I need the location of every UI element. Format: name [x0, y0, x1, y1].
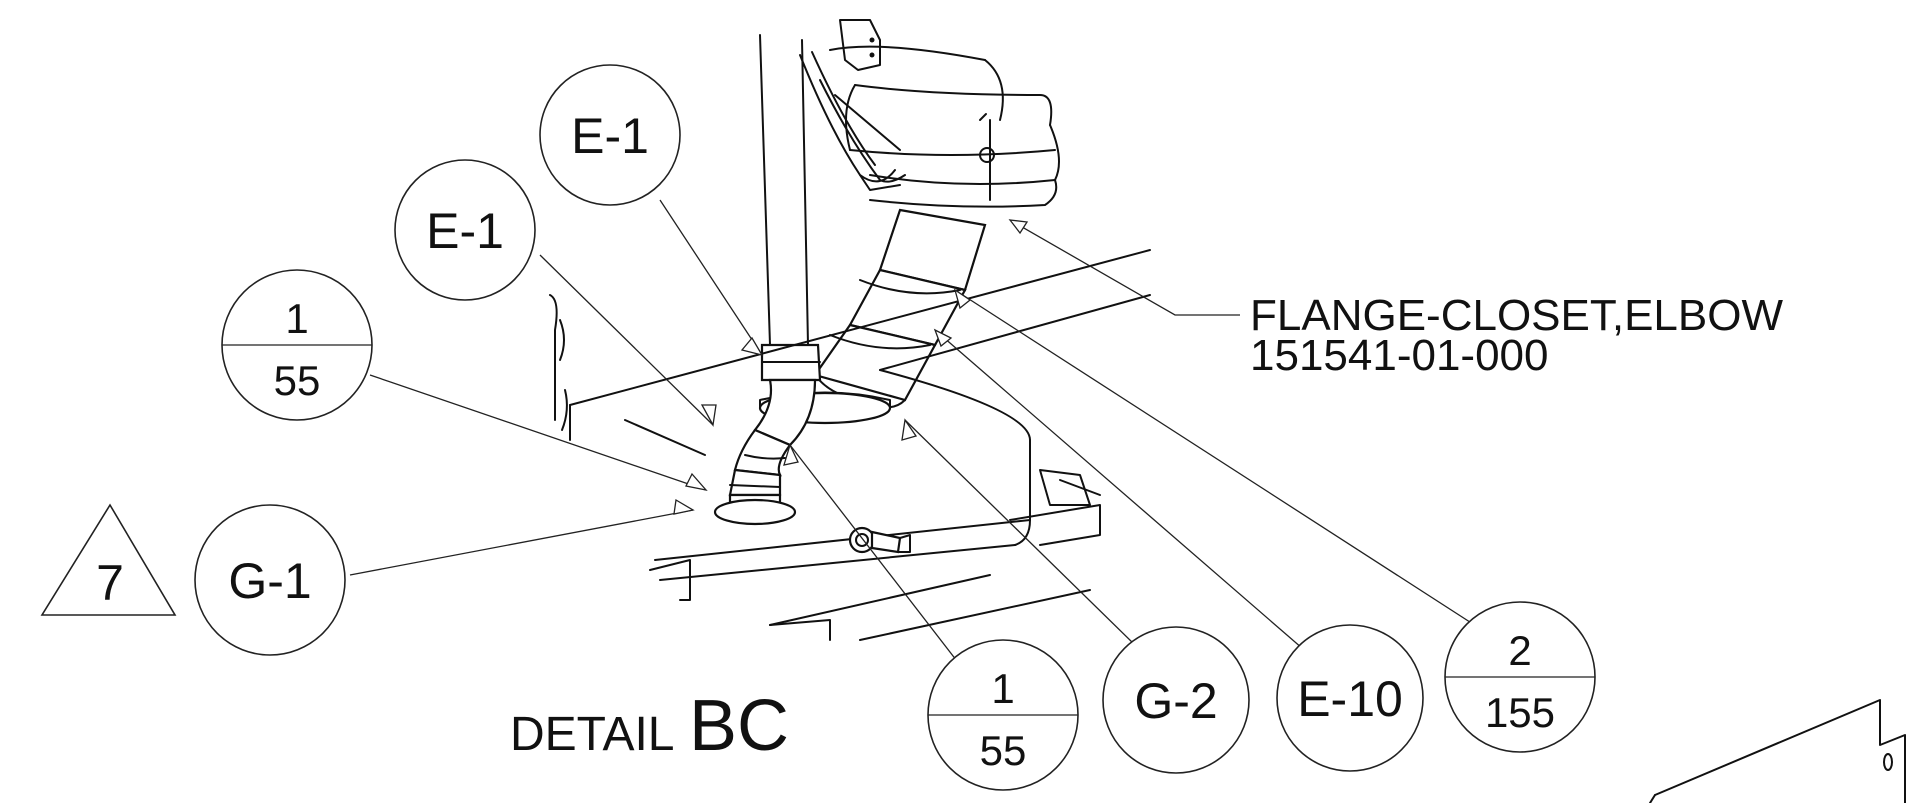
fraction-denominator: 55: [274, 357, 321, 404]
callout-e1-top: E-1: [539, 64, 681, 206]
part-number-label: 151541-01-000: [1250, 331, 1548, 380]
part-name-label: FLANGE-CLOSET,ELBOW: [1250, 291, 1783, 340]
callout-g1: G-1: [194, 504, 346, 656]
fraction-denominator: 155: [1485, 689, 1555, 736]
callout-label: E-1: [426, 203, 504, 259]
fraction-callout-right: 2 155: [1444, 601, 1596, 753]
revision-flag: 7: [40, 503, 177, 616]
callout-g2: G-2: [1102, 626, 1250, 774]
callout-label: E-1: [571, 108, 649, 164]
detail-title: DETAIL BC: [510, 686, 789, 766]
fraction-callout-bottom: 1 55: [927, 639, 1079, 791]
callout-label: E-10: [1297, 671, 1403, 727]
fraction-denominator: 55: [980, 727, 1027, 774]
callout-e1-left: E-1: [394, 159, 536, 301]
detail-title-id: BC: [689, 686, 789, 766]
callout-label: G-2: [1134, 673, 1217, 729]
fraction-numerator: 2: [1508, 627, 1531, 674]
detail-title-prefix: DETAIL: [510, 708, 674, 761]
fraction-numerator: 1: [285, 295, 308, 342]
callout-label: G-1: [228, 553, 311, 609]
fraction-callout-left: 1 55: [221, 269, 373, 421]
leader-lines: [349, 199, 1491, 666]
callout-e10: E-10: [1276, 624, 1424, 772]
arrow-heads: [673, 219, 1029, 515]
assembly-linework: [549, 19, 1906, 804]
fraction-numerator: 1: [991, 665, 1014, 712]
revision-flag-label: 7: [96, 555, 124, 611]
